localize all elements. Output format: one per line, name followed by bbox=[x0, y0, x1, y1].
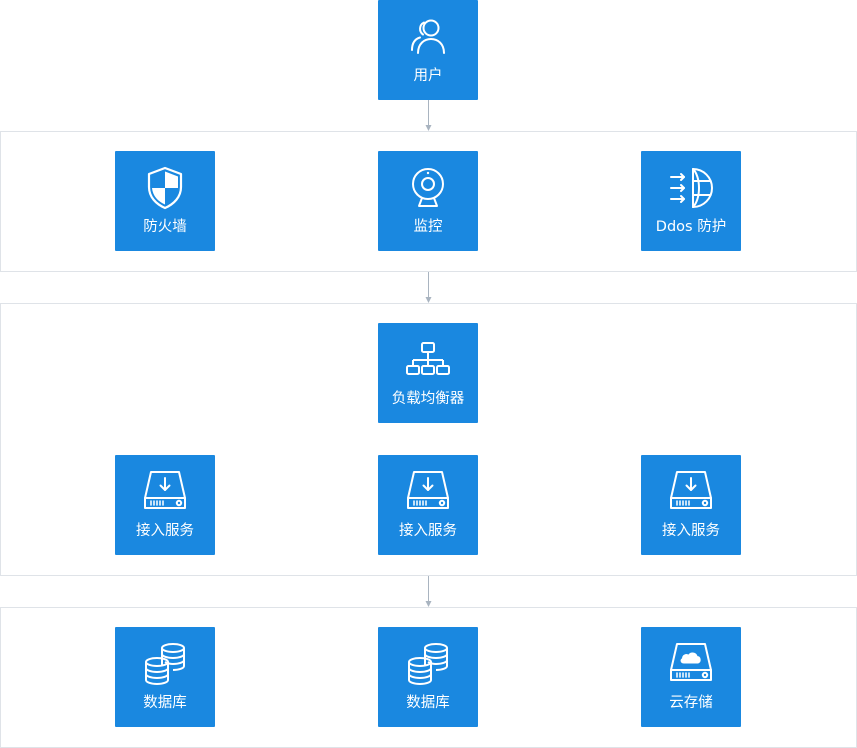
user-node[interactable]: 用户 bbox=[378, 0, 478, 100]
user-label: 用户 bbox=[413, 68, 443, 84]
access-service-label-1: 接入服务 bbox=[136, 523, 194, 539]
firewall-node[interactable]: 防火墙 bbox=[115, 151, 215, 251]
users-icon bbox=[404, 13, 452, 61]
access-service-label-3: 接入服务 bbox=[662, 523, 720, 539]
server-download-icon bbox=[667, 468, 715, 516]
firewall-label: 防火墙 bbox=[143, 219, 187, 235]
database-label-2: 数据库 bbox=[406, 695, 450, 711]
access-service-node-3[interactable]: 接入服务 bbox=[641, 455, 741, 555]
cloud-storage-node[interactable]: 云存储 bbox=[641, 627, 741, 727]
access-service-label-2: 接入服务 bbox=[399, 523, 457, 539]
hierarchy-icon bbox=[404, 336, 452, 384]
load-balancer-label: 负载均衡器 bbox=[391, 391, 465, 407]
ddos-globe-icon bbox=[667, 164, 715, 212]
ddos-label: Ddos 防护 bbox=[655, 219, 727, 235]
monitor-label: 监控 bbox=[413, 219, 443, 235]
database-node-1[interactable]: 数据库 bbox=[115, 627, 215, 727]
server-download-icon bbox=[141, 468, 189, 516]
database-label-1: 数据库 bbox=[143, 695, 187, 711]
access-service-node-1[interactable]: 接入服务 bbox=[115, 455, 215, 555]
database-icon bbox=[141, 640, 189, 688]
load-balancer-node[interactable]: 负载均衡器 bbox=[378, 323, 478, 423]
database-node-2[interactable]: 数据库 bbox=[378, 627, 478, 727]
server-download-icon bbox=[404, 468, 452, 516]
cloud-storage-label: 云存储 bbox=[669, 695, 713, 711]
cloud-storage-icon bbox=[667, 640, 715, 688]
database-icon bbox=[404, 640, 452, 688]
webcam-icon bbox=[404, 164, 452, 212]
monitor-node[interactable]: 监控 bbox=[378, 151, 478, 251]
access-service-node-2[interactable]: 接入服务 bbox=[378, 455, 478, 555]
shield-icon bbox=[141, 164, 189, 212]
ddos-node[interactable]: Ddos 防护 bbox=[641, 151, 741, 251]
